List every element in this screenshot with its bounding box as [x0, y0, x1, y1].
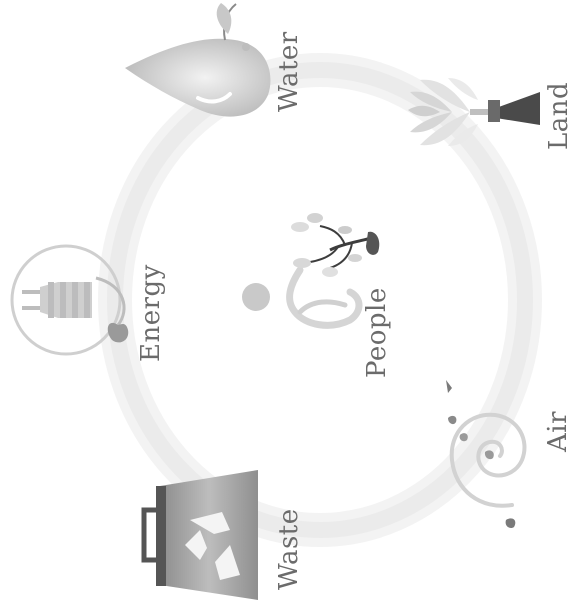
node-label-energy: Energy [138, 264, 164, 362]
node-label-waste: Waste [276, 508, 302, 590]
node-label-people: People [364, 287, 390, 378]
person-tree-icon [242, 213, 379, 325]
water-drop-icon [125, 3, 270, 117]
node-label-water: Water [276, 31, 302, 112]
recycling-bin-icon [144, 470, 258, 600]
node-label-air: Air [545, 411, 571, 452]
node-label-land: Land [546, 82, 571, 150]
